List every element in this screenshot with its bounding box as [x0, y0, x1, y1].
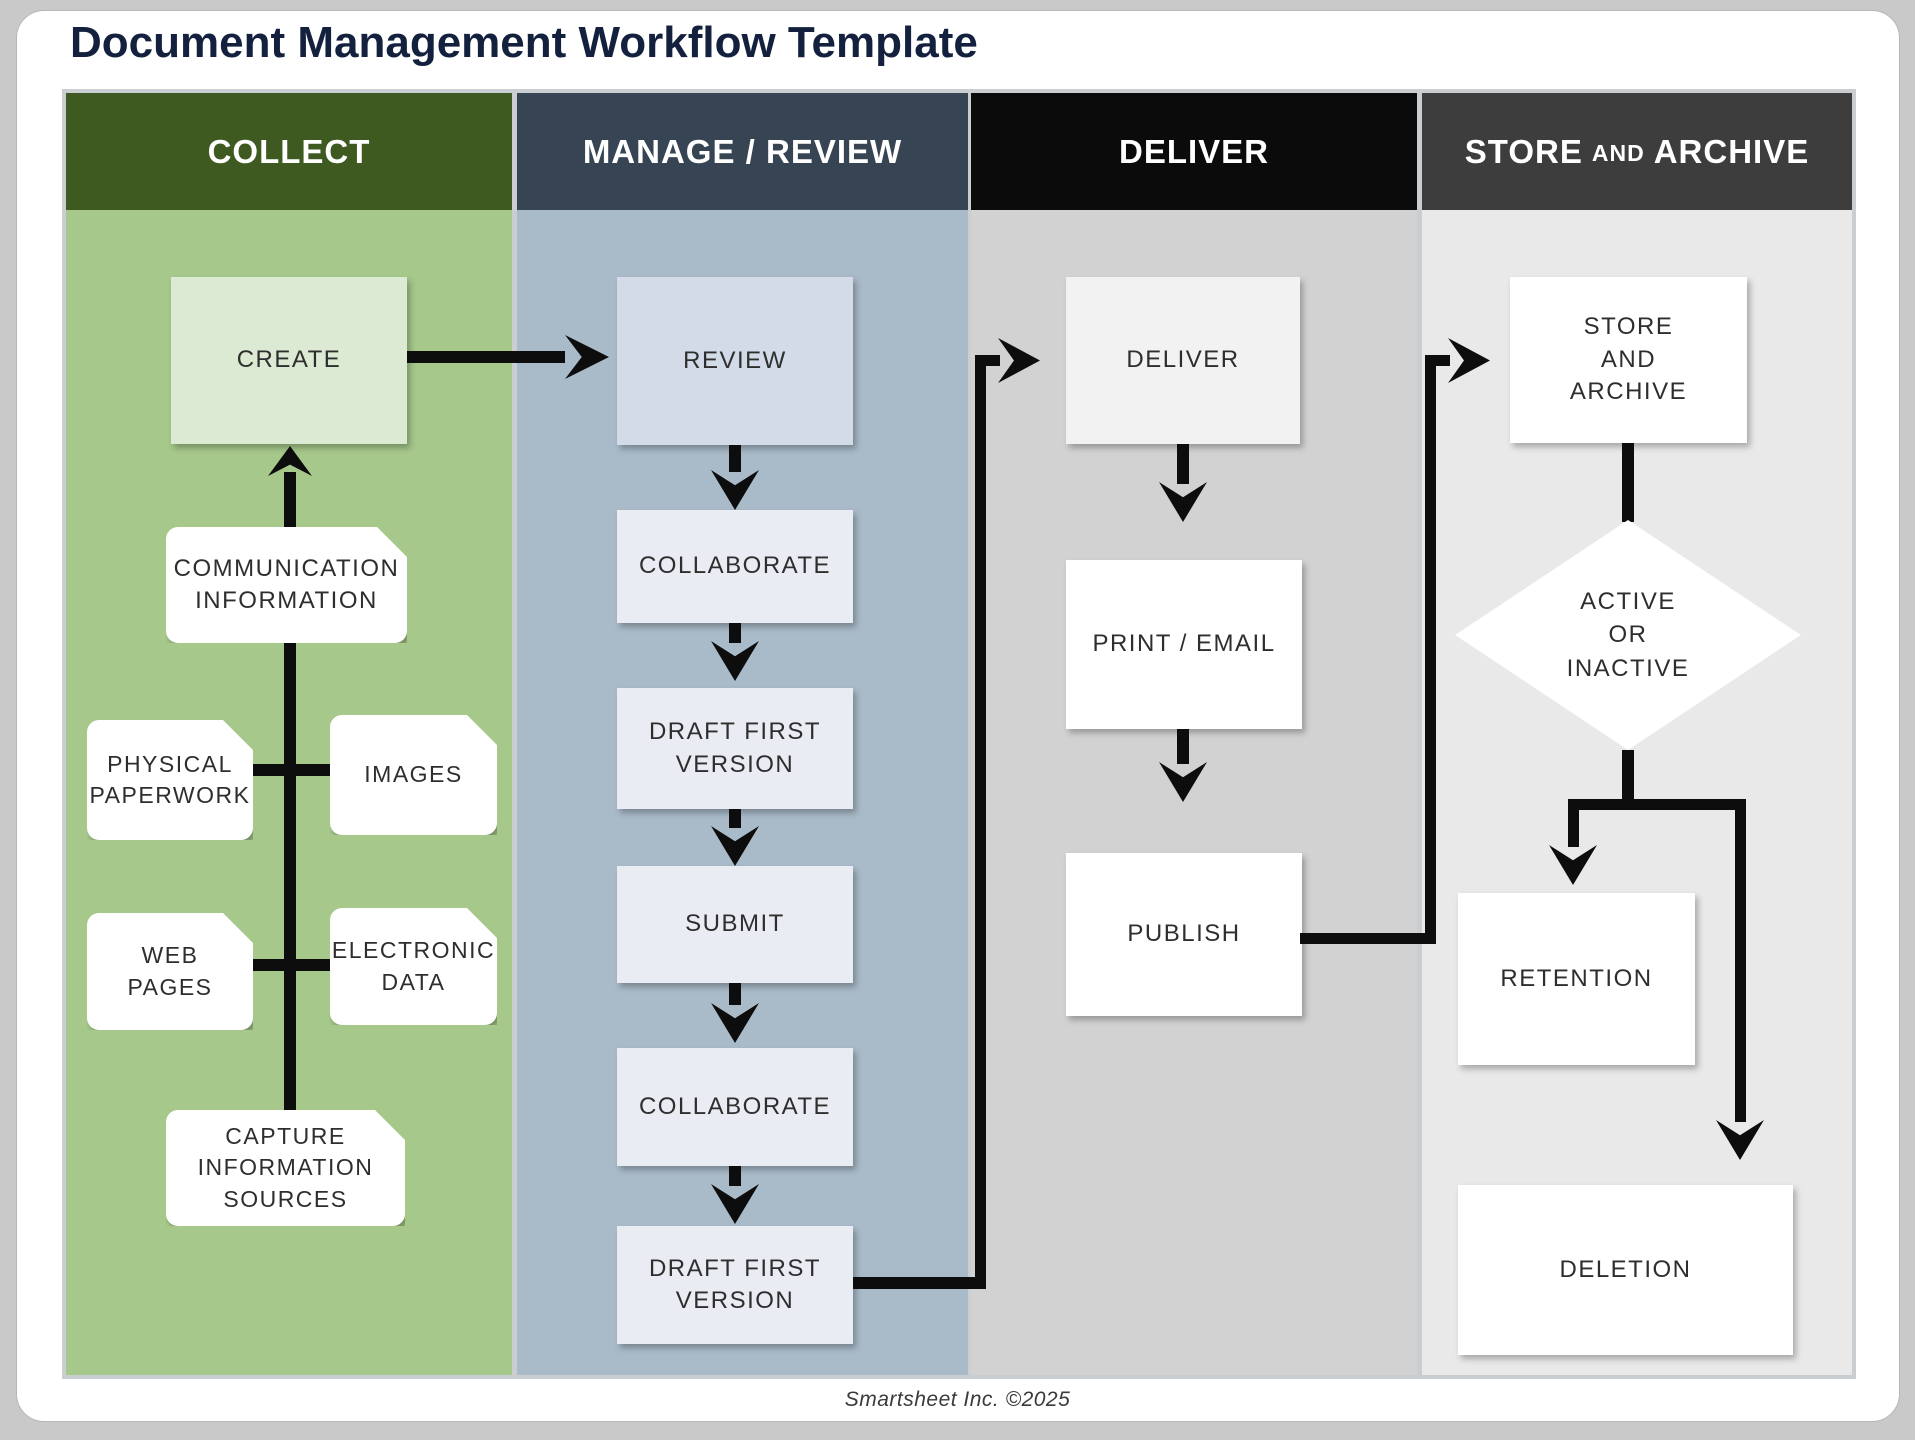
node-images: IMAGES: [330, 715, 497, 835]
node-physical-paperwork-label: PHYSICAL PAPERWORK: [89, 750, 251, 808]
line-store-diamond: [1622, 443, 1634, 522]
node-collaborate-1-label: COLLABORATE: [638, 552, 832, 580]
node-publish: PUBLISH: [1066, 853, 1302, 1016]
column-header-store-archive: STORE AND ARCHIVE: [1422, 93, 1852, 210]
store-header-word-store: STORE: [1464, 132, 1583, 170]
node-deletion-label: DELETION: [1559, 1255, 1692, 1283]
node-draft-first-version-1-label: DRAFT FIRST VERSION: [648, 718, 822, 778]
node-retention-label: RETENTION: [1500, 964, 1653, 992]
node-create: CREATE: [171, 277, 407, 444]
column-header-collect-label: COLLECT: [207, 132, 371, 170]
elbow-draft-deliver-bottom: [853, 1277, 986, 1289]
footer-credit: Smartsheet Inc. ©2025: [844, 1388, 1071, 1411]
node-communication-information: COMMUNICATION INFORMATION: [166, 527, 407, 643]
column-header-manage-review-label: MANAGE / REVIEW: [582, 132, 903, 170]
line-branch-left-vertical: [1568, 799, 1579, 847]
column-header-manage-review: MANAGE / REVIEW: [517, 93, 968, 210]
node-collaborate-1: COLLABORATE: [617, 510, 853, 623]
node-store-and-archive-label: STORE AND ARCHIVE: [1569, 313, 1688, 406]
node-create-label: CREATE: [236, 346, 342, 374]
elbow-draft-deliver-top: [986, 355, 1000, 366]
node-web-pages: WEB PAGES: [87, 913, 253, 1030]
elbow-publish-store-bottom: [1300, 933, 1436, 944]
node-deletion: DELETION: [1458, 1185, 1793, 1355]
node-draft-first-version-1: DRAFT FIRST VERSION: [617, 688, 853, 809]
collect-cross-line-1: [253, 764, 330, 776]
node-active-or-inactive-label: ACTIVE OR INACTIVE: [1566, 587, 1690, 682]
store-header-word-archive: ARCHIVE: [1653, 132, 1810, 170]
arrow-deliver-print-shaft: [1177, 444, 1189, 484]
node-review: REVIEW: [617, 277, 853, 445]
node-electronic-data-label: ELECTRONIC DATA: [331, 937, 496, 995]
node-submit-label: SUBMIT: [685, 910, 785, 938]
node-print-email-label: PRINT / EMAIL: [1092, 630, 1276, 658]
node-capture-information-sources: CAPTURE INFORMATION SOURCES: [166, 1110, 405, 1226]
node-communication-information-label: COMMUNICATION INFORMATION: [173, 554, 400, 614]
node-collaborate-2: COLLABORATE: [617, 1048, 853, 1166]
arrow-review-collaborate-shaft: [729, 445, 741, 472]
store-header-word-and: AND: [1591, 140, 1645, 166]
column-header-deliver: DELIVER: [971, 93, 1417, 210]
node-web-pages-label: WEB PAGES: [127, 942, 213, 1000]
elbow-publish-store-vertical: [1425, 355, 1436, 944]
collect-cross-line-2: [253, 959, 330, 971]
collect-spine-line: [284, 643, 296, 1110]
node-draft-first-version-2-label: DRAFT FIRST VERSION: [648, 1254, 822, 1314]
arrow-create-review-shaft: [407, 351, 565, 363]
node-electronic-data: ELECTRONIC DATA: [330, 908, 497, 1025]
column-header-deliver-label: DELIVER: [1118, 132, 1270, 170]
node-deliver: DELIVER: [1066, 277, 1300, 444]
node-collaborate-2-label: COLLABORATE: [638, 1092, 832, 1120]
node-review-label: REVIEW: [683, 346, 787, 374]
line-branch-horizontal: [1568, 799, 1746, 810]
column-header-collect: COLLECT: [66, 93, 512, 210]
node-physical-paperwork: PHYSICAL PAPERWORK: [87, 720, 253, 840]
node-draft-first-version-2: DRAFT FIRST VERSION: [617, 1226, 853, 1344]
node-publish-label: PUBLISH: [1127, 920, 1241, 948]
node-images-label: IMAGES: [364, 761, 463, 788]
elbow-draft-deliver-vertical: [975, 355, 986, 1289]
arrow-draft-submit-shaft: [729, 809, 741, 828]
arrow-collaborate-draft-shaft: [729, 623, 741, 643]
arrow-collaborate-draft2-shaft: [729, 1166, 741, 1186]
page-title: Document Management Workflow Template: [70, 18, 978, 67]
arrow-submit-collaborate-shaft: [729, 983, 741, 1005]
node-print-email: PRINT / EMAIL: [1066, 560, 1302, 729]
arrow-print-publish-shaft: [1177, 729, 1189, 764]
node-deliver-label: DELIVER: [1126, 346, 1240, 374]
line-branch-right-vertical: [1735, 799, 1746, 1122]
node-store-and-archive: STORE AND ARCHIVE: [1510, 277, 1747, 443]
node-submit: SUBMIT: [617, 866, 853, 983]
elbow-publish-store-top: [1436, 355, 1450, 366]
arrow-up-to-create-shaft: [284, 472, 296, 527]
node-retention: RETENTION: [1458, 893, 1695, 1065]
line-diamond-branch-stem: [1622, 750, 1634, 805]
node-capture-information-sources-label: CAPTURE INFORMATION SOURCES: [197, 1123, 374, 1212]
